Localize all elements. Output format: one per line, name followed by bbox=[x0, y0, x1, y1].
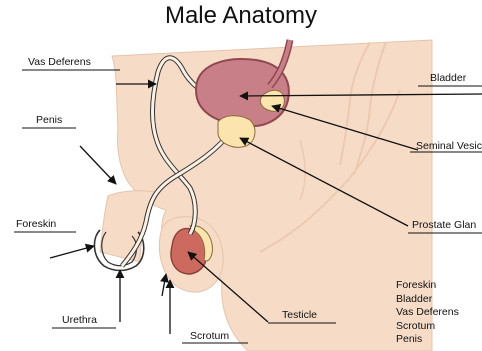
label-urethra: Urethra bbox=[62, 314, 97, 326]
arrow-penis bbox=[80, 146, 116, 184]
summary-list-item: Scrotum bbox=[396, 320, 459, 334]
diagram-title: Male Anatomy bbox=[0, 2, 482, 30]
label-testicle: Testicle bbox=[282, 309, 317, 321]
arrow-scrotum-2 bbox=[162, 274, 166, 296]
summary-list-item: Penis bbox=[396, 333, 459, 347]
label-bladder: Bladder bbox=[430, 72, 466, 84]
arrow-foreskin bbox=[50, 246, 94, 258]
label-scrotum: Scrotum bbox=[190, 330, 229, 342]
summary-list-item: Vas Deferens bbox=[396, 306, 459, 320]
summary-list: Foreskin Bladder Vas Deferens Scrotum Pe… bbox=[396, 279, 459, 347]
summary-list-item: Bladder bbox=[396, 293, 459, 307]
penis-shaft bbox=[100, 191, 156, 262]
label-foreskin: Foreskin bbox=[16, 218, 56, 230]
summary-list-item: Foreskin bbox=[396, 279, 459, 293]
label-seminal-vesicle: Seminal Vesic bbox=[416, 140, 482, 152]
label-prostate-gland: Prostate Glan bbox=[412, 219, 476, 231]
label-vas-deferens: Vas Deferens bbox=[28, 56, 91, 68]
label-penis: Penis bbox=[36, 114, 62, 126]
